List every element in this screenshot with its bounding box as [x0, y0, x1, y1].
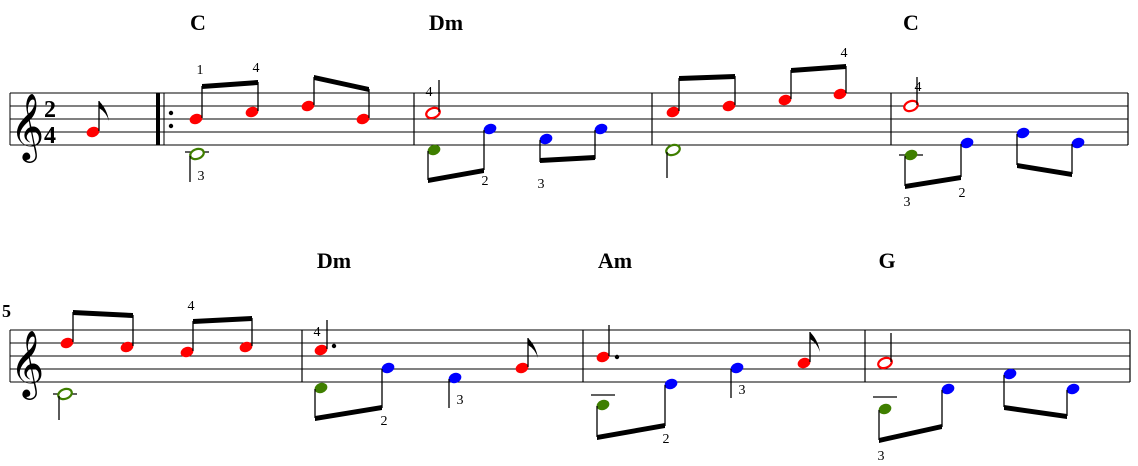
chord-symbol: G: [878, 248, 895, 273]
measure-8: [873, 333, 1080, 443]
measure-1: [185, 75, 370, 182]
barlines: [301, 330, 1131, 382]
barlines: [413, 93, 1129, 145]
measure-3: [665, 64, 847, 178]
chord-symbol: C: [903, 10, 919, 35]
treble-clef-icon: 𝄞: [10, 329, 44, 400]
chord-symbol: Dm: [317, 248, 351, 273]
fingering: 4: [314, 325, 321, 340]
fingering: 4: [915, 80, 922, 95]
fingering: 4: [841, 46, 848, 61]
fingerings: 1 4 3 4 2 3 4 4 3 2: [197, 46, 966, 210]
fingering: 2: [959, 186, 966, 201]
fingering: 1: [197, 63, 204, 78]
chord-symbol: Dm: [429, 10, 463, 35]
chord-symbol: Am: [598, 248, 632, 273]
fingering: 3: [904, 195, 911, 210]
fingering: 4: [188, 299, 195, 314]
fingering: 4: [253, 61, 260, 76]
measure-5: [53, 310, 253, 420]
chord-symbol: C: [190, 10, 206, 35]
fingering: 4: [426, 85, 433, 100]
fingering: 2: [663, 432, 670, 447]
staff-lines: [10, 92, 1128, 146]
measure-4: [899, 77, 1085, 189]
pickup-note: [86, 101, 109, 138]
system-1: 𝄞 2 4 C Dm C: [9, 10, 1129, 210]
repeat-start-icon: [156, 93, 174, 145]
fingering: 3: [198, 169, 205, 184]
fingering: 2: [482, 174, 489, 189]
time-signature-bottom: 4: [44, 123, 56, 149]
fingerings: 4 4 2 3 2 3 3: [188, 299, 885, 464]
treble-clef-icon: 𝄞: [10, 92, 44, 163]
fingering: 3: [878, 449, 885, 464]
measure-number: 5: [2, 301, 11, 321]
time-signature-top: 2: [44, 97, 56, 123]
fingering: 3: [538, 177, 545, 192]
fingering: 3: [739, 383, 746, 398]
measure-2: [425, 80, 608, 183]
measure-7: [591, 325, 820, 440]
staff-lines: [10, 329, 1130, 383]
fingering: 2: [381, 414, 388, 429]
measure-6: [314, 320, 538, 421]
fingering: 3: [457, 393, 464, 408]
system-2: 5 𝄞 Dm Am G: [2, 248, 1131, 464]
